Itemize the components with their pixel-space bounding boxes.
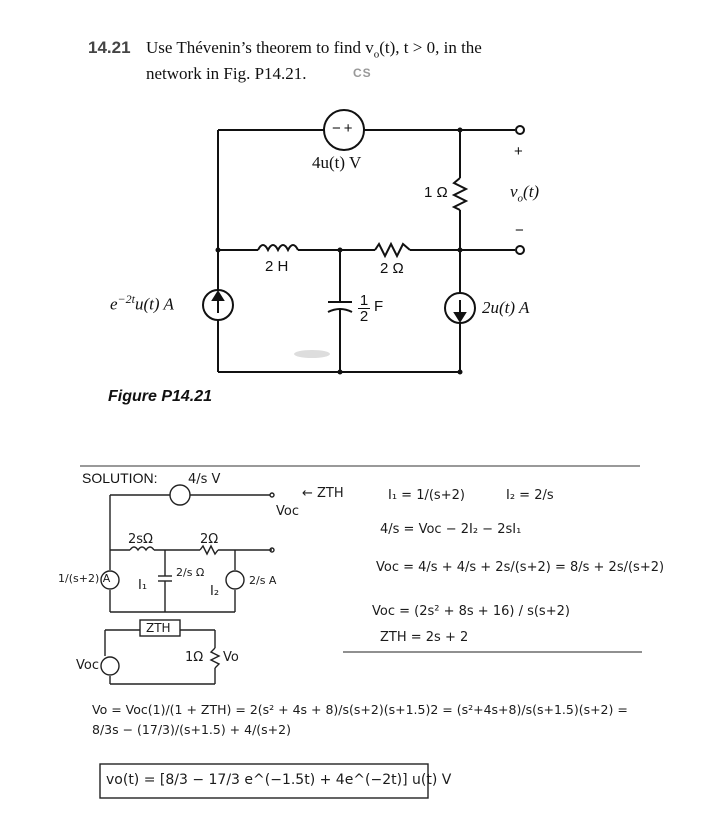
problem-line-1-text: Use Thévenin’s theorem to find v [146, 38, 374, 57]
sketch-th-r: 1Ω [185, 650, 204, 665]
sketch-2s-cap: 2/s Ω [176, 566, 205, 579]
cap-label-den: 2 [358, 308, 370, 325]
left-source-exp: −2t [117, 292, 135, 306]
vo-label-sub: o [517, 192, 524, 205]
eq-voc-1: Voc = 4/s + 4/s + 2s/(s+2) = 8/s + 2s/(s… [376, 560, 665, 575]
right-source-label: 2u(t) A [482, 298, 530, 317]
sketch-2: 2Ω [200, 532, 219, 547]
eq-vo: Vo = Voc(1)/(1 + ZTH) = 2(s² + 4s + 8)/s… [92, 702, 628, 737]
sketch-th-vo: Vo [223, 650, 239, 665]
cap-label-num: 1 [359, 292, 369, 309]
mid-resistor-label: 2 Ω [380, 260, 404, 277]
cap-unit: F [374, 298, 384, 315]
left-source-tail: u(t) A [134, 294, 174, 314]
left-source-label: e−2tu(t) A [110, 292, 174, 314]
eq-voc-2: Voc = (2s² + 8s + 16) / s(s+2) [372, 604, 570, 619]
cap-label: 1 2 [358, 293, 370, 324]
sketch-src-left: 1/(s+2) A [58, 572, 111, 585]
solution-heading: SOLUTION: [82, 470, 158, 486]
vo-label-tail: (t) [523, 182, 540, 201]
left-source-e: e [110, 294, 118, 314]
src-polarity: − + [332, 120, 353, 137]
eq-kvl: 4/s = Voc − 2I₂ − 2sI₁ [380, 522, 522, 537]
problem-number: 14.21 [88, 38, 131, 57]
sketch-voc: Voc [276, 504, 299, 519]
sketch-i2: I₂ [210, 584, 220, 599]
sketch-th-voc: Voc [76, 658, 99, 673]
top-source-label: 4u(t) V [312, 153, 361, 173]
vo-label-v: v [510, 182, 518, 201]
problem-line-2: network in Fig. P14.21. [146, 64, 307, 83]
eq-i2: I₂ = 2/s [506, 488, 554, 503]
sketch-zth: ← ZTH [302, 486, 344, 501]
inductor-label: 2 H [265, 258, 289, 275]
final-answer: vo(t) = [8/3 − 17/3 e^(−1.5t) + 4e^(−2t)… [106, 772, 452, 788]
eq-zth: ZTH = 2s + 2 [380, 630, 469, 645]
sketch-2s: 2sΩ [128, 532, 153, 547]
top-source-label-text: 4u(t) V [312, 153, 362, 172]
figure-caption: Figure P14.21 [108, 388, 213, 405]
sketch-src-label: 4/s V [188, 472, 221, 487]
right-resistor-label: 1 Ω [424, 184, 448, 201]
cs-tag: CS [353, 66, 372, 80]
sketch-th-box: ZTH [146, 621, 171, 635]
sketch-src-right: 2/s A [249, 574, 277, 587]
problem-line-1: Use Thévenin’s theorem to find vo(t), t … [146, 38, 482, 61]
eq-i1: I₁ = 1/(s+2) [388, 488, 465, 503]
vo-minus: − [515, 222, 524, 239]
vo-plus: + [514, 143, 523, 160]
sketch-i1: I₁ [138, 578, 148, 593]
vo-label: vo(t) [510, 182, 539, 204]
problem-line-1-tail: (t), t > 0, in the [379, 38, 482, 57]
